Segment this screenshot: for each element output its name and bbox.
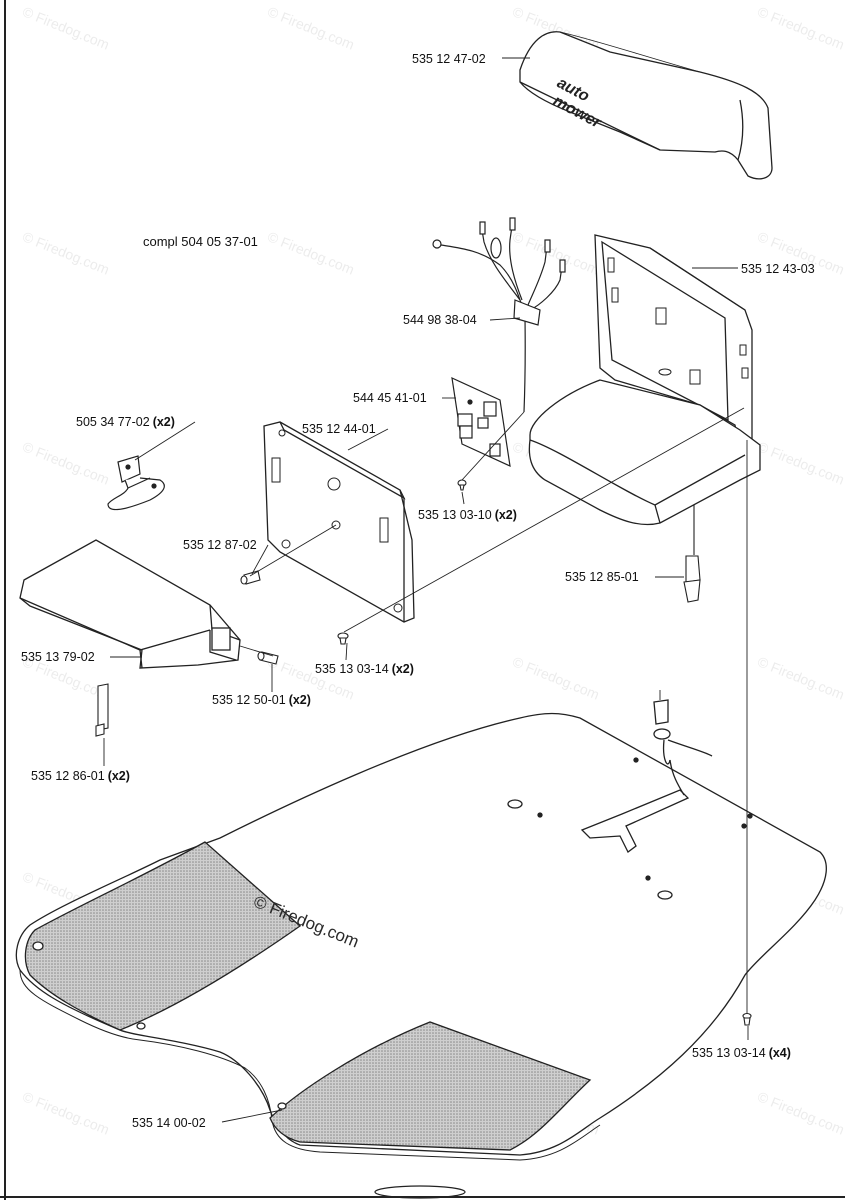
part-label-guide-cover: 535 13 79-02 — [21, 650, 95, 664]
part-label-circuit-board: 544 45 41-01 — [353, 391, 427, 405]
part-label-wire-harness: 544 98 38-04 — [403, 313, 477, 327]
part-quantity: (x2) — [152, 415, 175, 429]
guide-cover-part — [19, 539, 241, 669]
part-label-housing: 535 12 43-03 — [741, 262, 815, 276]
clip-part — [107, 455, 165, 511]
part-number: 535 12 43-03 — [741, 262, 815, 276]
wire-harness-part — [432, 217, 566, 413]
part-number: 535 13 03-14 — [692, 1046, 766, 1060]
part-number: 535 13 79-02 — [21, 650, 95, 664]
connector-part — [683, 505, 701, 603]
cover-part — [519, 31, 773, 180]
part-label-mounting-plate: 535 12 44-01 — [302, 422, 376, 436]
frame-bottom-edge — [0, 1196, 845, 1198]
mounting-plate-part — [263, 421, 415, 623]
part-label-pin-guide: 535 12 50-01(x2) — [212, 693, 311, 707]
part-label-base-plate: 535 14 00-02 — [132, 1116, 206, 1130]
part-label-screw-board: 535 13 03-10(x2) — [418, 508, 517, 522]
part-number: 535 12 85-01 — [565, 570, 639, 584]
part-number: 535 12 44-01 — [302, 422, 376, 436]
part-quantity: (x4) — [768, 1046, 791, 1060]
part-number: 535 12 47-02 — [412, 52, 486, 66]
part-quantity: (x2) — [391, 662, 414, 676]
part-label-pin: 535 12 87-02 — [183, 538, 257, 552]
part-number: 535 13 03-10 — [418, 508, 492, 522]
part-label-strap: 535 12 86-01(x2) — [31, 769, 130, 783]
part-label-clip: 505 34 77-02(x2) — [76, 415, 175, 429]
part-number: 535 14 00-02 — [132, 1116, 206, 1130]
assembly-label: compl 504 05 37-01 — [143, 234, 258, 249]
part-quantity: (x2) — [494, 508, 517, 522]
screw-base-part — [742, 1012, 752, 1026]
screw-plate-part — [337, 632, 349, 645]
part-label-cover: 535 12 47-02 — [412, 52, 486, 66]
pin-guide-part — [257, 651, 279, 665]
part-number: 535 12 50-01 — [212, 693, 286, 707]
leader-lines — [103, 57, 749, 1123]
base-plate-part — [15, 699, 827, 1161]
base-foot — [374, 1185, 466, 1199]
part-label-connector: 535 12 85-01 — [565, 570, 639, 584]
frame-left-edge — [4, 0, 6, 1200]
housing-part — [528, 234, 761, 526]
part-number: 535 13 03-14 — [315, 662, 389, 676]
screw-board-part — [457, 479, 467, 491]
part-quantity: (x2) — [288, 693, 311, 707]
part-quantity: (x2) — [107, 769, 130, 783]
part-number: 505 34 77-02 — [76, 415, 150, 429]
part-number: 544 98 38-04 — [403, 313, 477, 327]
part-number: 544 45 41-01 — [353, 391, 427, 405]
strap-part — [95, 683, 109, 737]
part-label-screw-base: 535 13 03-14(x4) — [692, 1046, 791, 1060]
pin-part — [240, 570, 261, 585]
part-number: 535 12 86-01 — [31, 769, 105, 783]
part-number: 535 12 87-02 — [183, 538, 257, 552]
part-label-screw-plate: 535 13 03-14(x2) — [315, 662, 414, 676]
circuit-board-part — [451, 376, 511, 468]
